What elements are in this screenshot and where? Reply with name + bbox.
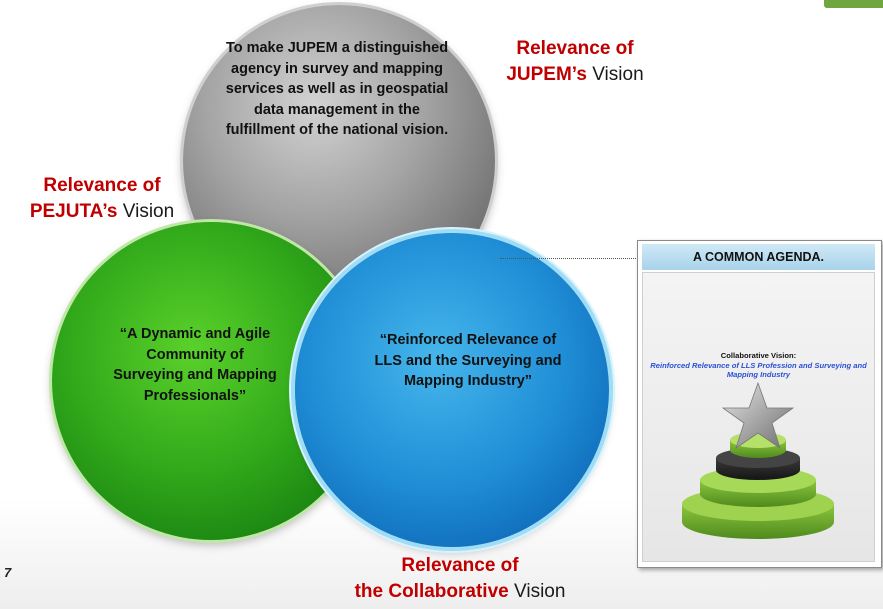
collaborative-vision-subtitle: Reinforced Relevance of LLS Profession a… — [650, 360, 867, 380]
collab-relevance-bold: the Collaborative — [354, 581, 509, 602]
collab-relevance-line1: Relevance of — [401, 555, 519, 576]
jupem-vision-text: To make JUPEM a distinguished agency in … — [225, 40, 449, 138]
jupem-relevance-rest: Vision — [586, 64, 644, 85]
collaborative-vision-heading: Collaborative Vision: — [720, 351, 797, 360]
collaborative-vision-circle — [295, 233, 609, 547]
pejuta-relevance-bold: PEJUTA’s — [29, 201, 118, 222]
podium-star-graphic — [682, 381, 834, 539]
pejuta-vision-text: “A Dynamic and Agile Community of Survey… — [113, 326, 277, 404]
jupem-relevance-label: Relevance of JUPEM’s Vision — [470, 36, 680, 88]
collaborative-vision-caption: Collaborative Vision: Reinforced Relevan… — [642, 351, 875, 380]
collab-relevance-rest: Vision — [508, 581, 566, 602]
common-agenda-header: A COMMON AGENDA. — [642, 244, 875, 270]
star-icon — [721, 381, 795, 449]
pejuta-relevance-line1: Relevance of — [43, 175, 161, 196]
jupem-relevance-line1: Relevance of — [516, 38, 634, 59]
jupem-relevance-bold: JUPEM’s — [506, 64, 587, 85]
collaborative-vision-text: “Reinforced Relevance of LLS and the Sur… — [374, 332, 562, 389]
pejuta-relevance-rest: Vision — [117, 201, 175, 222]
page-number: 7 — [4, 565, 12, 580]
collaborative-relevance-label: Relevance of the Collaborative Vision — [330, 553, 590, 605]
pejuta-relevance-label: Relevance of PEJUTA’s Vision — [12, 173, 192, 225]
corner-accent — [824, 0, 883, 8]
dotted-connector-line — [500, 258, 640, 259]
